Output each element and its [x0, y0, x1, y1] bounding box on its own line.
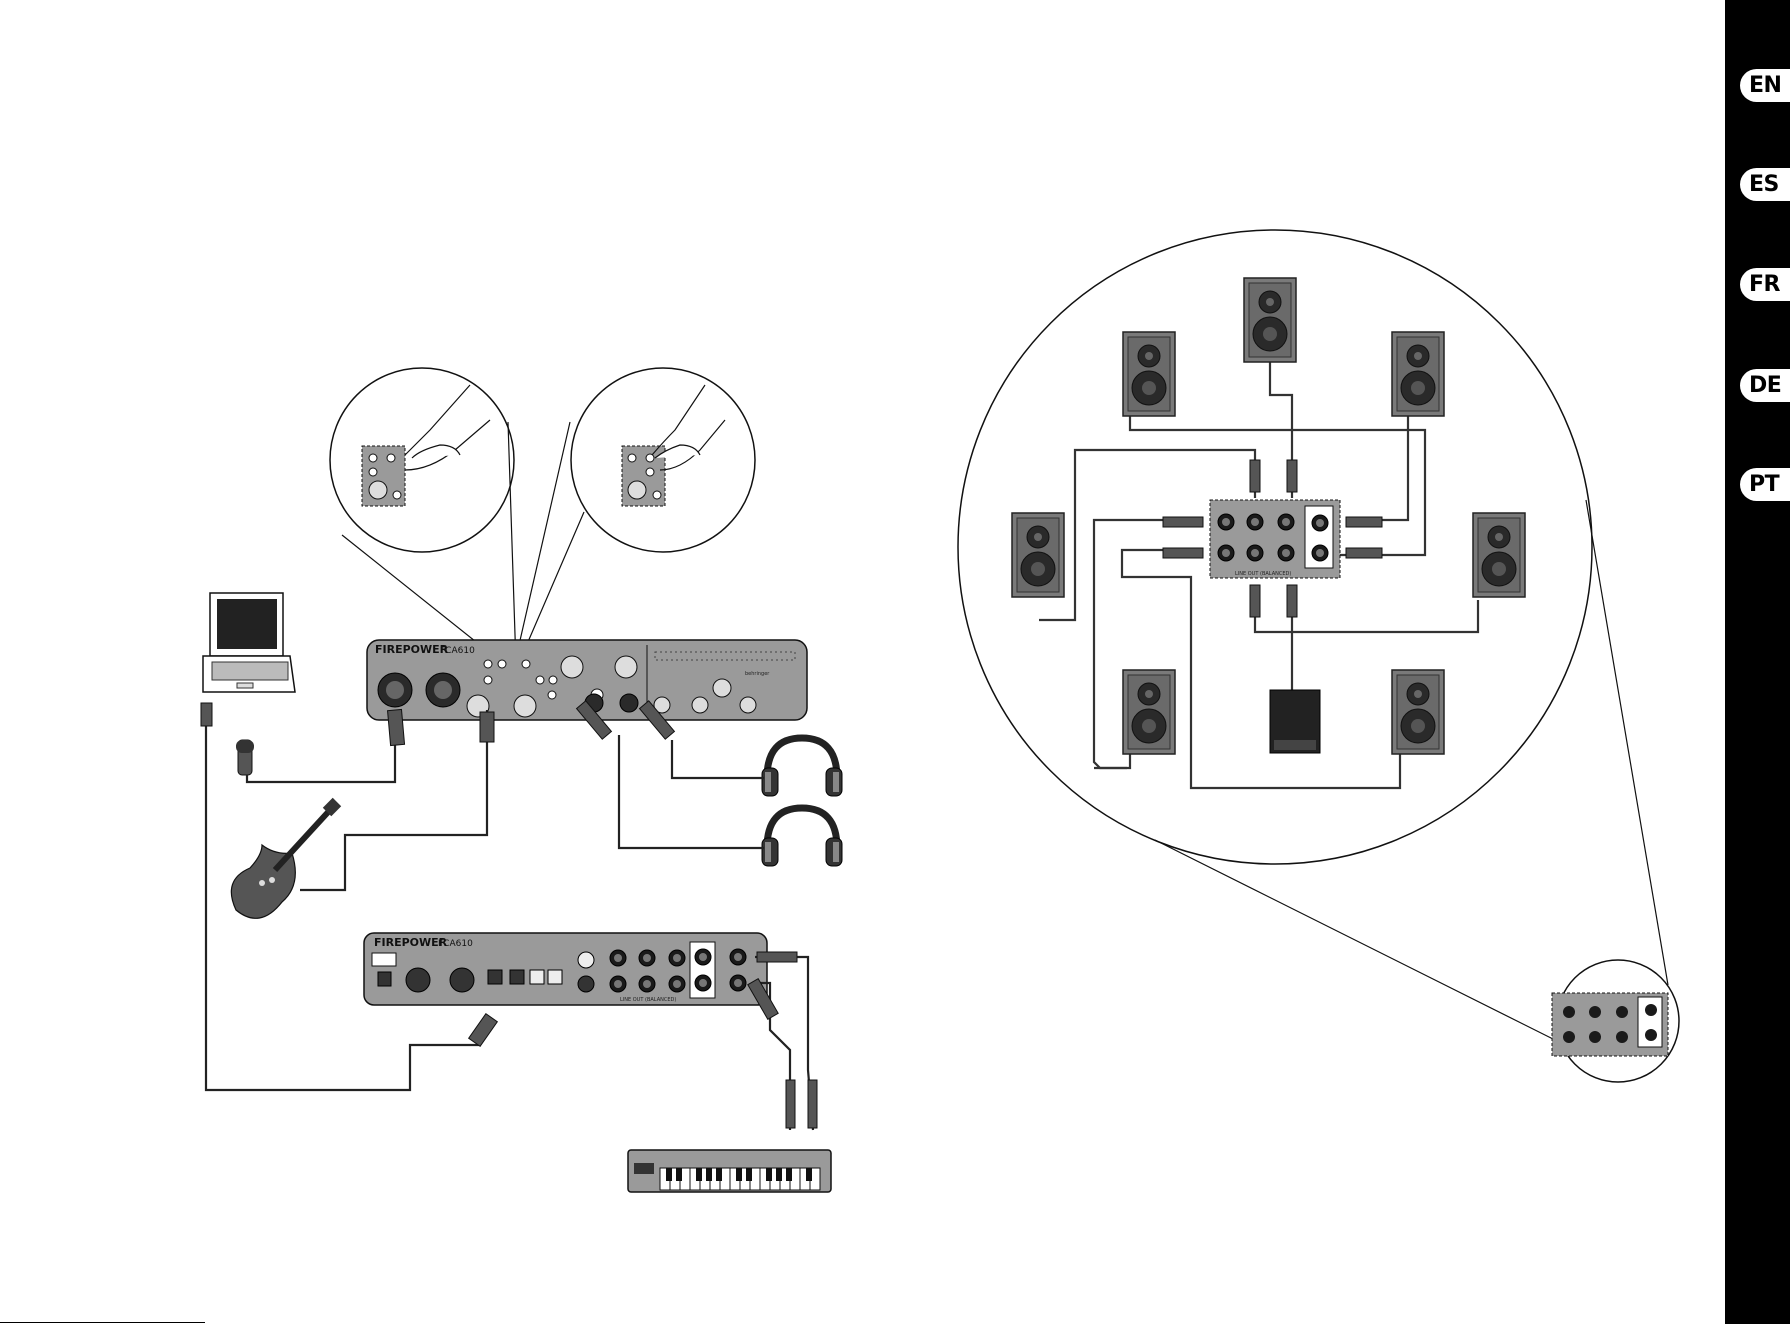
subwoofer: [1270, 690, 1320, 753]
rear-panel-fca610: FIREPOWER FCA610 LINE OUT (BALANCED): [364, 933, 767, 1005]
speaker-center: [1244, 278, 1296, 362]
speaker-front-right: [1392, 332, 1444, 416]
rear-panel-label: LINE OUT (BALANCED): [620, 997, 676, 1003]
electric-guitar: [231, 798, 341, 919]
plugs-left: [201, 701, 817, 1128]
zoom-detail-right: [571, 368, 755, 552]
small-panel-detail: [1552, 960, 1679, 1082]
speaker-rear-left: [1123, 670, 1175, 754]
speaker-front-left: [1123, 332, 1175, 416]
rear-model: FCA610: [438, 939, 473, 949]
headphones-2: [762, 808, 842, 866]
line-out-panel-zoomed: LINE OUT (BALANCED): [1210, 500, 1340, 578]
lang-tab-fr[interactable]: FR: [1740, 268, 1790, 301]
front-brand: FIREPOWER: [375, 643, 449, 656]
lang-tab-es[interactable]: ES: [1740, 168, 1790, 201]
midi-keyboard: [628, 1150, 831, 1192]
lang-tab-de[interactable]: DE: [1740, 369, 1790, 402]
lang-tab-pt[interactable]: PT: [1740, 468, 1790, 501]
language-sidebar: EN ES FR DE PT: [1725, 0, 1790, 1324]
cables-left: [206, 705, 813, 1130]
laptop-computer: [203, 593, 295, 692]
zoom-panel-label: LINE OUT (BALANCED): [1235, 571, 1291, 577]
speaker-side-right: [1473, 513, 1525, 597]
footer-rule: [0, 1322, 205, 1323]
speaker-rear-right: [1392, 670, 1444, 754]
front-model: FCA610: [440, 646, 475, 656]
microphone: [236, 740, 254, 775]
lang-tab-en[interactable]: EN: [1740, 69, 1790, 102]
speaker-side-left: [1012, 513, 1064, 597]
front-logo: behringer: [745, 671, 770, 677]
rear-brand: FIREPOWER: [374, 936, 448, 949]
connection-diagram: FIREPOWER FCA610 behringer: [0, 0, 1725, 1324]
headphones-1: [762, 738, 842, 796]
zoom-detail-left: [330, 368, 514, 552]
